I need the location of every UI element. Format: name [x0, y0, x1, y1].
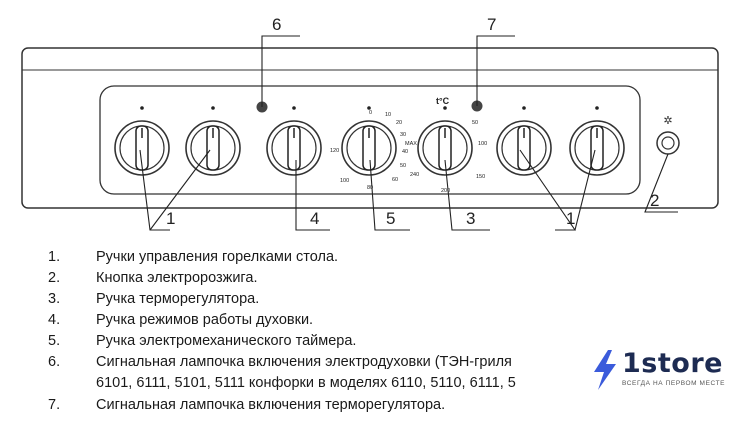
- brand-tagline: ВСЕГДА НА ПЕРВОМ МЕСТЕ: [622, 380, 726, 387]
- brand-logo: 1store ВСЕГДА НА ПЕРВОМ МЕСТЕ: [592, 348, 732, 390]
- burner-knob-4[interactable]: [569, 106, 625, 176]
- callout-6: 6: [272, 15, 281, 34]
- burner-knob-4-grip: [590, 125, 604, 171]
- ignition-button-inner: [661, 136, 675, 150]
- burner-knob-3-grip: [517, 125, 531, 171]
- timer-tick-0: 0: [369, 110, 372, 116]
- timer-scale: 0 10 20 30 40 50 60 80 100 120 MAX: [330, 110, 417, 191]
- leader-lines: [139, 35, 678, 231]
- legend-item-6-continuation: 6101, 6111, 5101, 5111 конфорки в моделя…: [96, 375, 516, 391]
- knob-group: [114, 106, 625, 176]
- oven-mode-knob-grip: [287, 125, 301, 171]
- timer-knob-grip: [362, 125, 376, 171]
- timer-tick-50: 50: [400, 163, 406, 169]
- burner-knob-1[interactable]: [114, 106, 170, 176]
- thermo-unit: t°C: [436, 96, 450, 106]
- oven-mode-knob-index-dot: [292, 106, 296, 110]
- thermo-scale: 50 100 150 200 240 t°C: [410, 96, 487, 194]
- burner-knob-3[interactable]: [496, 106, 552, 176]
- timer-knob-index-dot: [367, 106, 371, 110]
- timer-knob[interactable]: [341, 106, 397, 176]
- callout-2: 2: [650, 191, 659, 210]
- thermo-tick-150: 150: [476, 174, 485, 180]
- brand-name: 1store: [622, 348, 723, 379]
- timer-tick-30: 30: [400, 132, 406, 138]
- thermo-tick-50: 50: [472, 120, 478, 126]
- ignition-icon: ✲: [663, 115, 672, 127]
- callout-4: 4: [310, 209, 319, 228]
- timer-tick-20: 20: [396, 120, 402, 126]
- timer-tick-120: 120: [330, 148, 339, 154]
- callout-3: 3: [466, 209, 475, 228]
- burner-knob-2-grip: [206, 125, 220, 171]
- oven-mode-knob[interactable]: [266, 106, 322, 176]
- thermostat-knob[interactable]: [417, 106, 473, 176]
- timer-tick-80: 80: [367, 185, 373, 191]
- timer-tick-60: 60: [392, 177, 398, 183]
- callout-5: 5: [386, 209, 395, 228]
- timer-tick-10: 10: [385, 112, 391, 118]
- burner-knob-3-index-dot: [522, 106, 526, 110]
- callout-1-right: 1: [566, 209, 575, 228]
- thermo-tick-100: 100: [478, 141, 487, 147]
- timer-tick-100: 100: [340, 178, 349, 184]
- callout-7: 7: [487, 15, 496, 34]
- thermostat-knob-index-dot: [443, 106, 447, 110]
- burner-knob-2[interactable]: [185, 106, 241, 176]
- callout-labels: 6 7 1 4 5 3 1 2: [166, 15, 659, 228]
- control-panel-diagram: ✲ 6 7 1 4 5 3 1 2 0 10 20 30 40 50 60 80…: [21, 15, 719, 231]
- burner-knob-1-index-dot: [140, 106, 144, 110]
- callout-1-left: 1: [166, 209, 175, 228]
- thermostat-knob-grip: [438, 125, 452, 171]
- timer-tick-40: 40: [402, 149, 408, 155]
- timer-max: MAX: [405, 141, 417, 147]
- burner-knob-4-index-dot: [595, 106, 599, 110]
- burner-knob-2-index-dot: [211, 106, 215, 110]
- thermo-tick-200: 200: [441, 188, 450, 194]
- thermo-tick-240: 240: [410, 172, 419, 178]
- lightning-icon: [594, 350, 616, 390]
